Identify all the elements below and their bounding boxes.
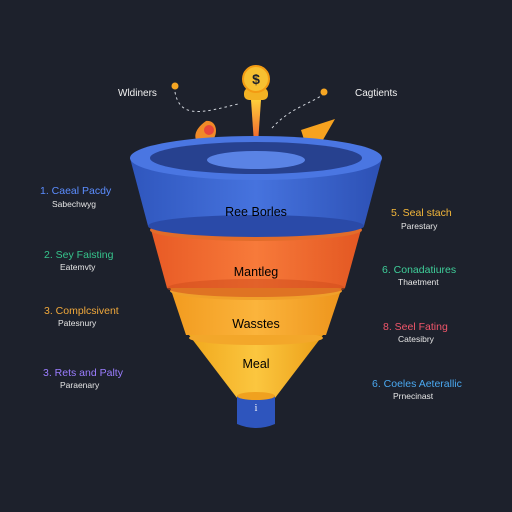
left-step-4-sub: Paraenary [60, 380, 100, 390]
left-step-2-title: 2. Sey Faisting [44, 249, 114, 261]
dot-left [171, 82, 179, 90]
left-step-2-sub: Eatemvty [60, 262, 96, 272]
left-step-3-sub: Patesnury [58, 318, 97, 328]
funnel-layer-2 [150, 226, 362, 288]
right-step-1-sub: Parestary [401, 221, 438, 231]
info-icon: i [255, 403, 258, 414]
right-step-3-sub: Catesibry [398, 334, 434, 344]
connector-right [271, 93, 325, 129]
dollar-coin-icon: $ [242, 65, 270, 100]
coin-symbol: $ [252, 71, 260, 87]
coin-beam [251, 100, 261, 158]
right-step-4-title: 6. Coeles Aeterallic [372, 378, 462, 390]
left-step-1-title: 1. Caeal Pacdy [40, 185, 112, 197]
left-step-4-title: 3. Rets and Palty [43, 367, 123, 379]
funnel-layer-2-label: Mantleg [234, 265, 279, 279]
right-step-2-title: 6. Conadatiures [382, 264, 457, 276]
left-step-3-title: 3. Complcsivent [44, 305, 119, 317]
right-step-4-sub: Prnecinast [393, 391, 434, 401]
dot-right [320, 88, 328, 96]
funnel-layer-4-label: Meal [242, 357, 269, 371]
funnel-layer-3-label: Wasstes [232, 317, 279, 331]
top-label-left: Wldiners [118, 88, 157, 99]
svg-text:i: i [255, 403, 258, 414]
connector-left [174, 91, 239, 112]
right-step-1-title: 5. Seal stach [391, 207, 452, 219]
funnel-layer-3 [170, 287, 342, 335]
right-step-3-title: 8. Seel Fating [383, 321, 448, 333]
funnel-layer-4 [189, 335, 323, 398]
left-step-1-sub: Sabechwyg [52, 199, 96, 209]
funnel: i [130, 136, 382, 428]
funnel-spout [237, 396, 275, 428]
funnel-layer-1-label: Ree Borles [225, 205, 287, 219]
top-label-right: Cagtients [355, 88, 398, 99]
right-step-2-sub: Thaetment [398, 277, 439, 287]
